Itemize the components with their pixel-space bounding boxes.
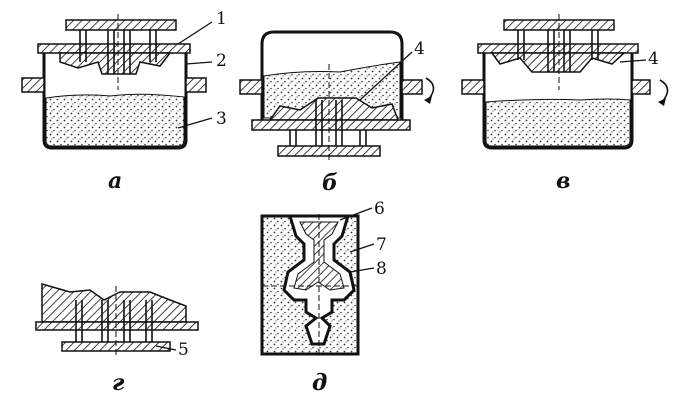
rotation-arrow-v (659, 79, 669, 103)
trunnion-right-b (401, 79, 423, 95)
caption-a: а (108, 168, 122, 194)
callout-3: 3 (216, 109, 227, 129)
pattern-v (490, 52, 626, 73)
trunnion-right-v (631, 79, 651, 95)
callout-2: 2 (216, 51, 227, 71)
top-plate-a (65, 19, 177, 31)
trunnion-left-b (239, 79, 263, 95)
rotation-arrowhead-b (424, 96, 432, 104)
figure-b: 4 б (239, 30, 435, 196)
rotation-arrow-b (425, 77, 435, 101)
pattern-plate-b (251, 119, 411, 131)
trunnion-right-a (185, 77, 207, 93)
trunnion-left-a (21, 77, 45, 93)
rotation-arrowhead-v (658, 98, 666, 106)
callout-5: 5 (178, 340, 189, 360)
trunnion-left-v (461, 79, 485, 95)
pattern-b (268, 97, 400, 121)
sand-fill-a (45, 93, 185, 147)
flask-body-a (42, 52, 188, 150)
pattern-plate-g (35, 321, 199, 331)
figure-d: 6 7 8 д (260, 199, 387, 396)
half-mold-g (41, 283, 187, 323)
callout-8: 8 (376, 259, 387, 279)
figure-g: 5 г (35, 283, 199, 396)
callout-7: 7 (376, 235, 387, 255)
figure-a: 1 2 3 а (21, 9, 227, 194)
callout-6: 6 (374, 199, 385, 219)
caption-b: б (322, 170, 338, 196)
flask-body-v (482, 52, 634, 150)
pattern-plate-v (477, 43, 639, 54)
caption-v: в (556, 168, 570, 194)
callout-1: 1 (216, 9, 227, 29)
flask-body-b (260, 30, 404, 120)
callout-4-v: 4 (648, 49, 659, 69)
pattern-a (59, 52, 172, 75)
caption-g: г (112, 370, 125, 396)
sand-fill-v (485, 98, 631, 147)
callout-4: 4 (414, 39, 425, 59)
caption-d: д (312, 370, 327, 396)
figure-v: 4 в (461, 14, 669, 194)
